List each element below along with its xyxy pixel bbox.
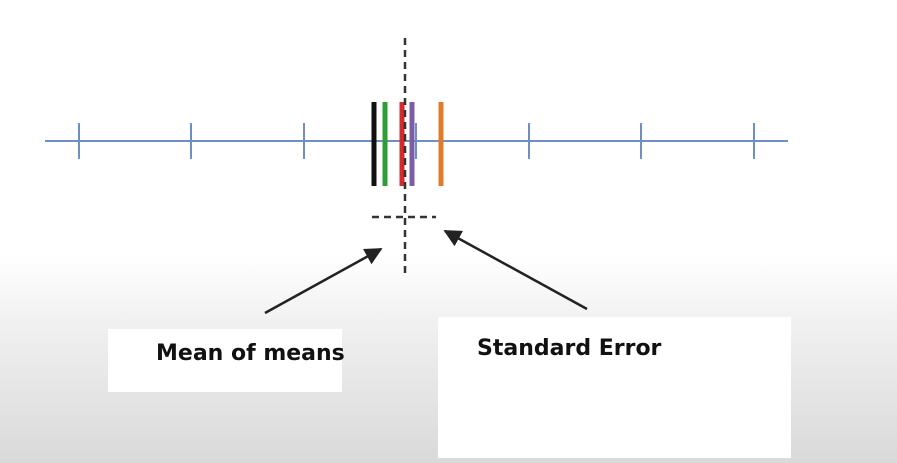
mean-of-means-label: Mean of means bbox=[156, 341, 345, 366]
standard-error-arrow bbox=[443, 229, 588, 311]
number-line-ticks bbox=[78, 123, 755, 159]
standard-error-label: Standard Error bbox=[477, 336, 662, 361]
sample-mean-markers bbox=[371, 102, 444, 186]
mean-of-means-arrow bbox=[264, 247, 383, 315]
mean-of-means-label-box: Mean of means bbox=[108, 329, 345, 392]
standard-error-label-box: Standard Error bbox=[438, 317, 791, 458]
